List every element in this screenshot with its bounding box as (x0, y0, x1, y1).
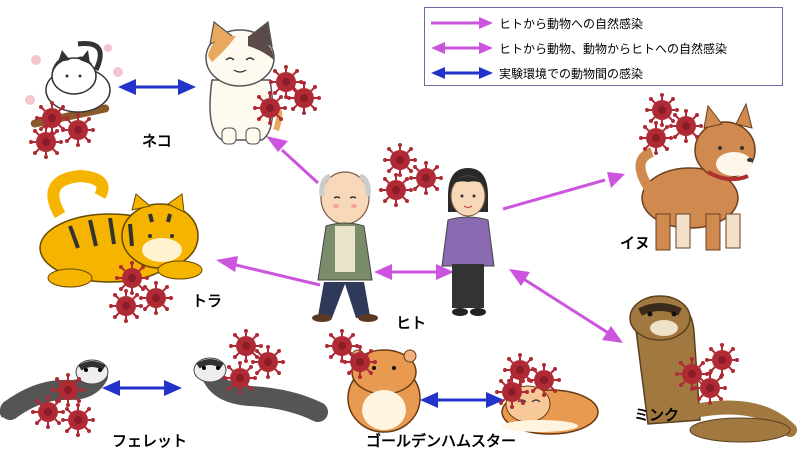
arrow-human-to-cat (266, 136, 320, 185)
legend-label-two-way: ヒトから動物、動物からヒトへの自然感染 (499, 41, 728, 56)
tiger-illustration (39, 169, 203, 288)
arrow-human-mink (509, 269, 623, 343)
label-dog: イヌ (620, 234, 651, 252)
legend-label-experimental: 実験環境での動物間の感染 (499, 66, 644, 81)
experimental-arrow-icon (431, 67, 493, 79)
legend: ヒトから動物への自然感染 ヒトから動物、動物からヒトへの自然感染 実験環境での動… (424, 7, 783, 86)
one-way-arrow-icon (431, 17, 493, 29)
dog-illustration (635, 102, 756, 251)
two-way-arrow-icon (431, 42, 493, 54)
legend-item-experimental: 実験環境での動物間の感染 (429, 62, 643, 84)
legend-label-one-way: ヒトから動物への自然感染 (499, 16, 644, 31)
legend-item-two-way: ヒトから動物、動物からヒトへの自然感染 (429, 37, 727, 59)
legend-item-one-way: ヒトから動物への自然感染 (429, 12, 643, 34)
arrow-ferret-ferret (102, 380, 182, 396)
label-mink: ミンク (634, 406, 680, 424)
arrow-human-to-dog (502, 172, 625, 211)
label-cat: ネコ (142, 132, 172, 150)
arrow-hamster-hamster (420, 392, 504, 408)
label-tiger: トラ (192, 292, 223, 310)
label-hamster: ゴールデンハムスター (366, 432, 517, 450)
woman-illustration (441, 168, 495, 316)
arrow-human-human (374, 264, 454, 280)
elderly-man-illustration (312, 171, 378, 322)
arrow-cat-cat (118, 79, 196, 95)
ferret-right-illustration (193, 357, 328, 422)
label-ferret: フェレット (112, 432, 188, 450)
label-human: ヒト (396, 314, 427, 332)
cat-calico-illustration (205, 20, 283, 145)
cat-lying-illustration (25, 41, 123, 128)
arrow-human-to-tiger (216, 256, 321, 287)
mink-illustration (629, 295, 797, 443)
hamster-lying-illustration (501, 385, 599, 435)
